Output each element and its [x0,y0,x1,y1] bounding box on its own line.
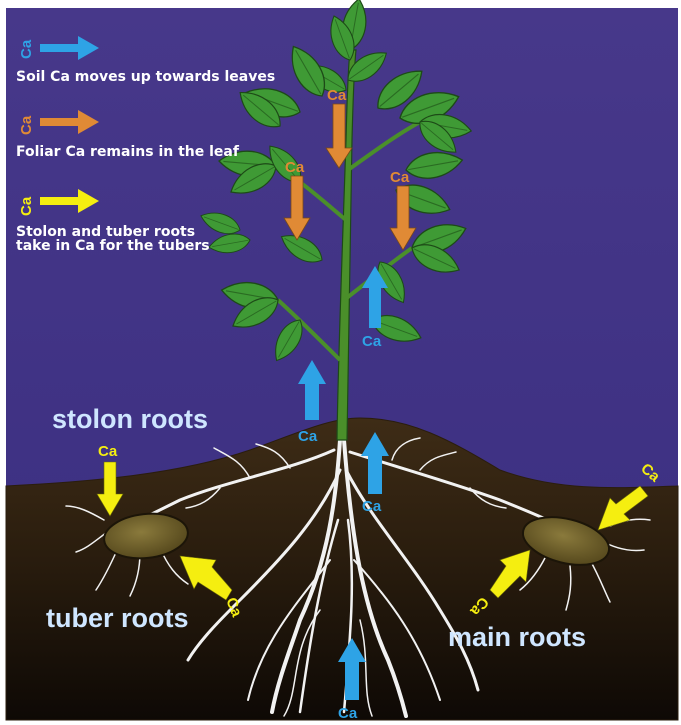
soil-ca-label: Ca [298,428,318,445]
legend-ca-symbol: Ca [18,115,35,135]
legend-text-tuber-line2: take in Ca for the tubers [16,238,210,254]
legend-text-soil: Soil Ca moves up towards leaves [16,69,275,85]
tuber-ca-label: Ca [98,443,118,460]
foliar-ca-label: Ca [285,159,305,176]
soil-ca-label: Ca [362,498,382,515]
legend-ca-symbol: Ca [18,39,35,59]
soil-ca-label: Ca [362,333,382,350]
foliar-ca-label: Ca [390,169,410,186]
foliar-ca-label: Ca [327,87,347,104]
legend-ca-symbol: Ca [18,196,35,216]
label-tuber-roots: tuber roots [46,603,189,633]
legend-text-foliar: Foliar Ca remains in the leaf [16,144,240,160]
label-main-roots: main roots [448,622,586,652]
soil-ca-label: Ca [338,705,358,722]
label-stolon-roots: stolon roots [52,404,208,434]
